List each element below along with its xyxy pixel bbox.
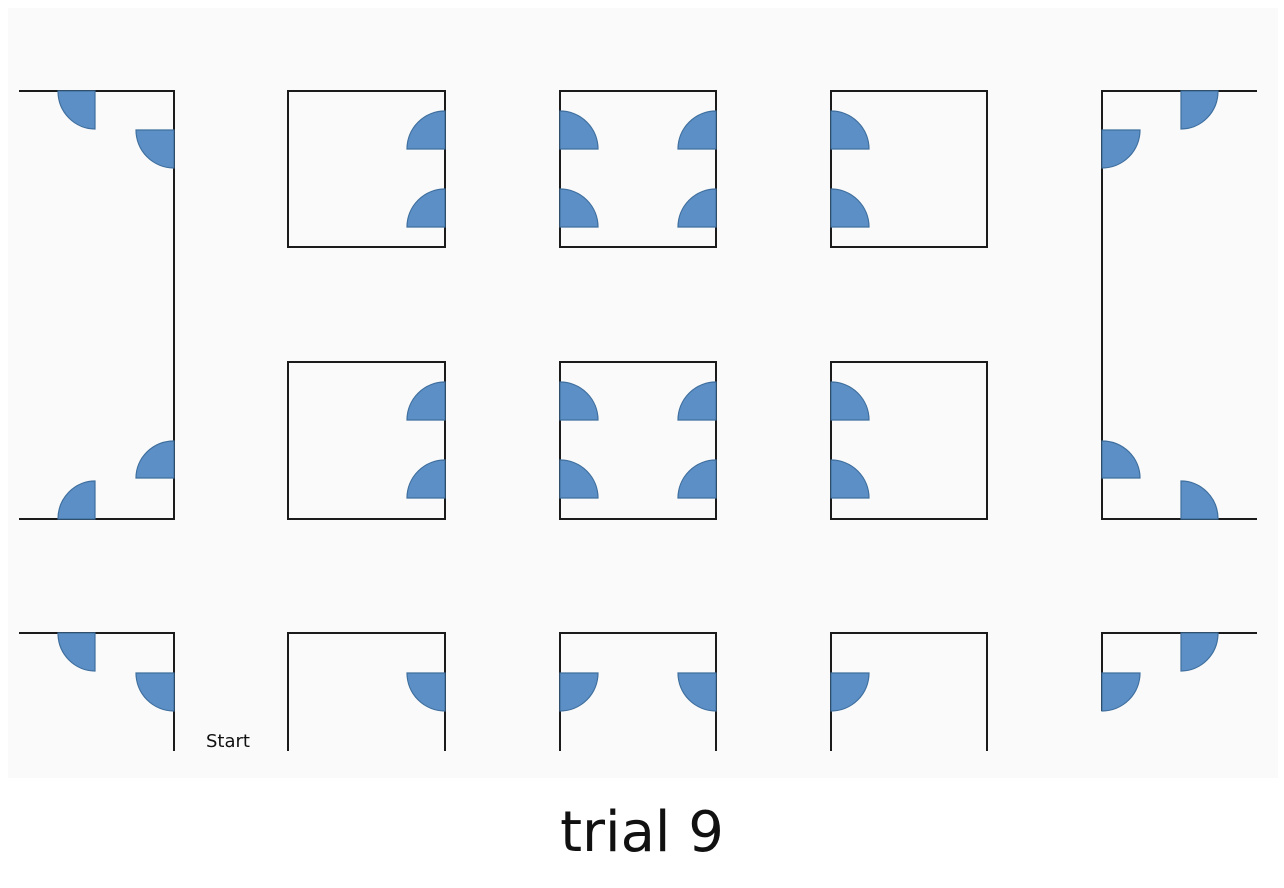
maze-diagram-area — [8, 8, 1278, 778]
door-quarter-circle — [677, 672, 717, 712]
start-label: Start — [206, 731, 250, 752]
door-quarter-circle — [57, 480, 96, 520]
door-quarter-circle — [559, 381, 599, 421]
door-quarter-circle — [406, 672, 446, 712]
room-r2-c3-wall — [559, 361, 717, 520]
door-quarter-circle — [135, 440, 175, 479]
room-right-top-wall — [1101, 90, 1257, 520]
door-quarter-circle — [830, 381, 870, 421]
door-quarter-circle — [1101, 440, 1141, 479]
door-quarter-circle — [677, 459, 717, 499]
door-quarter-circle — [830, 459, 870, 499]
door-quarter-circle — [830, 110, 870, 150]
door-quarter-circle — [1180, 90, 1219, 130]
door-quarter-circle — [1101, 672, 1141, 712]
room-left-top-wall — [19, 90, 175, 520]
door-quarter-circle — [830, 188, 870, 228]
door-quarter-circle — [677, 381, 717, 421]
walls — [19, 90, 1257, 751]
door-quarter-circle — [406, 459, 446, 499]
room-r1-c3-wall — [559, 90, 717, 248]
door-quarter-circle — [57, 90, 96, 130]
door-quarter-circle — [1180, 480, 1219, 520]
door-quarter-circle — [406, 188, 446, 228]
door-quarter-circle — [135, 672, 175, 712]
room-r2-c2-wall — [287, 361, 446, 520]
door-quarter-circle — [406, 381, 446, 421]
door-quarter-circle — [559, 459, 599, 499]
door-quarter-circle — [57, 632, 96, 672]
door-quarter-circle — [559, 672, 599, 712]
door-quarter-circle — [677, 110, 717, 150]
room-r1-c4-wall — [830, 90, 988, 248]
door-quarter-circle — [135, 129, 175, 169]
door-quarter-circle — [406, 110, 446, 150]
door-quarter-circle — [559, 110, 599, 150]
door-quarter-circle — [1180, 632, 1219, 672]
room-r1-c2-wall — [287, 90, 446, 248]
door-quarter-circle — [830, 672, 870, 712]
room-r2-c4-wall — [830, 361, 988, 520]
doors — [57, 90, 1219, 712]
door-quarter-circle — [1101, 129, 1141, 169]
door-quarter-circle — [677, 188, 717, 228]
trial-title: trial 9 — [560, 800, 724, 865]
door-quarter-circle — [559, 188, 599, 228]
